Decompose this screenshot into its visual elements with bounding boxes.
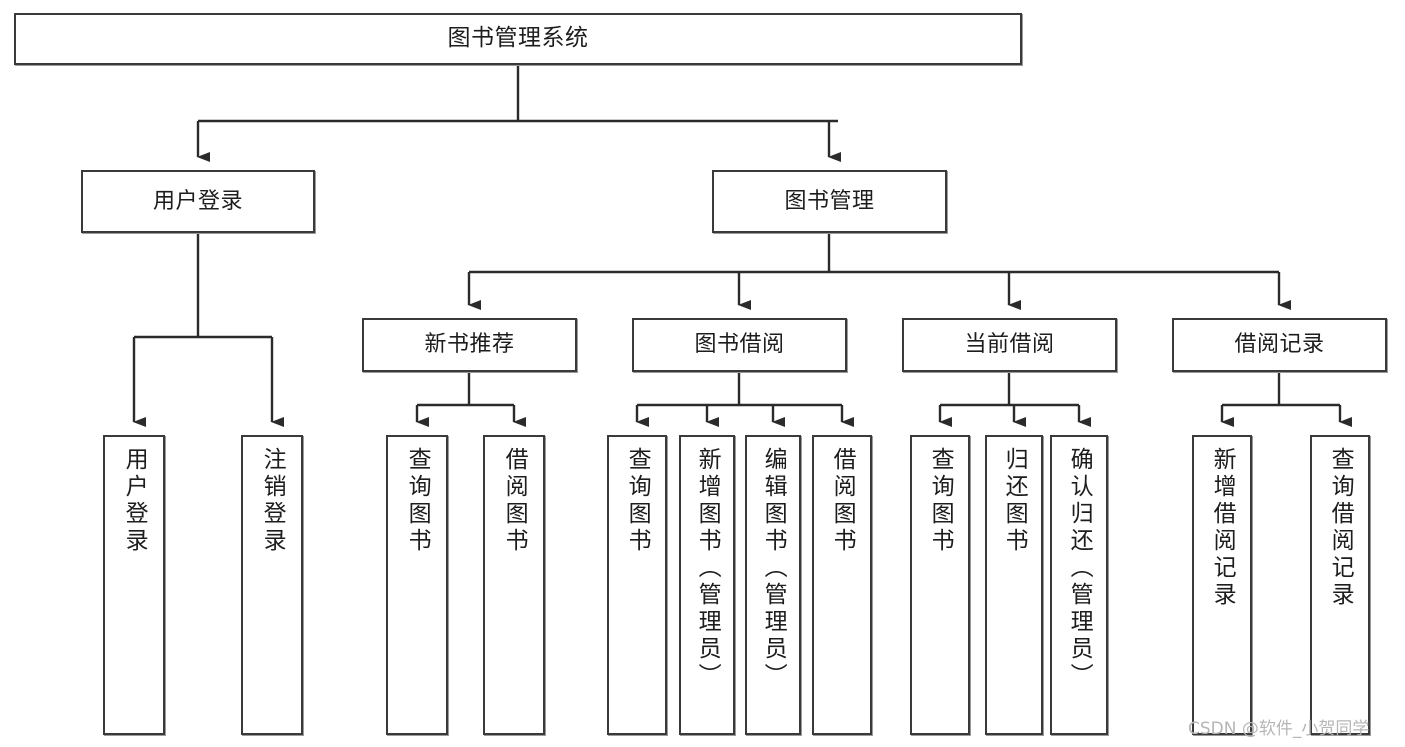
node-leaf-cb-query[interactable]: 查询图书	[910, 435, 970, 735]
node-leaf-cb-return[interactable]: 归还图书	[985, 435, 1043, 735]
node-new-book-rec-label: 新书推荐	[424, 332, 515, 358]
node-leaf-bb-borrow[interactable]: 借阅图书	[812, 435, 872, 735]
node-leaf-user-login-label: 用户登录	[121, 447, 148, 555]
node-leaf-nb-borrow-label: 借阅图书	[501, 447, 528, 555]
node-leaf-user-login[interactable]: 用户登录	[103, 435, 165, 735]
node-book-manage-label: 图书管理	[784, 188, 875, 214]
node-current-borrow[interactable]: 当前借阅	[902, 318, 1117, 372]
node-borrow-record-label: 借阅记录	[1234, 332, 1325, 358]
node-leaf-bb-borrow-label: 借阅图书	[829, 447, 856, 555]
node-leaf-cb-return-label: 归还图书	[1001, 447, 1028, 555]
node-book-manage[interactable]: 图书管理	[712, 170, 947, 233]
node-leaf-bb-add[interactable]: 新增图书（管理员）	[679, 435, 735, 735]
node-leaf-bb-add-label: 新增图书（管理员）	[694, 447, 721, 690]
node-leaf-cb-query-label: 查询图书	[927, 447, 954, 555]
node-leaf-br-add-label: 新增借阅记录	[1209, 447, 1236, 609]
node-leaf-br-add[interactable]: 新增借阅记录	[1192, 435, 1252, 735]
node-new-book-rec[interactable]: 新书推荐	[362, 318, 577, 372]
csdn-watermark: CSDN @软件_小贺同学	[1188, 719, 1370, 739]
node-leaf-br-query[interactable]: 查询借阅记录	[1310, 435, 1370, 735]
node-leaf-nb-borrow[interactable]: 借阅图书	[483, 435, 545, 735]
node-leaf-br-query-label: 查询借阅记录	[1327, 447, 1354, 609]
node-root-label: 图书管理系统	[447, 25, 589, 52]
node-leaf-nb-query-label: 查询图书	[404, 447, 431, 555]
node-leaf-bb-edit[interactable]: 编辑图书（管理员）	[745, 435, 801, 735]
node-leaf-nb-query[interactable]: 查询图书	[386, 435, 448, 735]
node-book-borrow-label: 图书借阅	[694, 332, 785, 358]
node-current-borrow-label: 当前借阅	[964, 332, 1055, 358]
node-user-login-label: 用户登录	[152, 188, 243, 214]
node-leaf-cb-confirm-label: 确认归还（管理员）	[1066, 447, 1093, 690]
node-leaf-bb-query-label: 查询图书	[624, 447, 651, 555]
node-leaf-cb-confirm[interactable]: 确认归还（管理员）	[1050, 435, 1108, 735]
node-leaf-logout-label: 注销登录	[259, 447, 286, 555]
node-user-login[interactable]: 用户登录	[81, 170, 315, 233]
node-book-borrow[interactable]: 图书借阅	[632, 318, 847, 372]
node-leaf-logout[interactable]: 注销登录	[241, 435, 303, 735]
node-root[interactable]: 图书管理系统	[14, 13, 1022, 65]
node-borrow-record[interactable]: 借阅记录	[1172, 318, 1387, 372]
node-leaf-bb-edit-label: 编辑图书（管理员）	[760, 447, 787, 690]
node-leaf-bb-query[interactable]: 查询图书	[607, 435, 667, 735]
